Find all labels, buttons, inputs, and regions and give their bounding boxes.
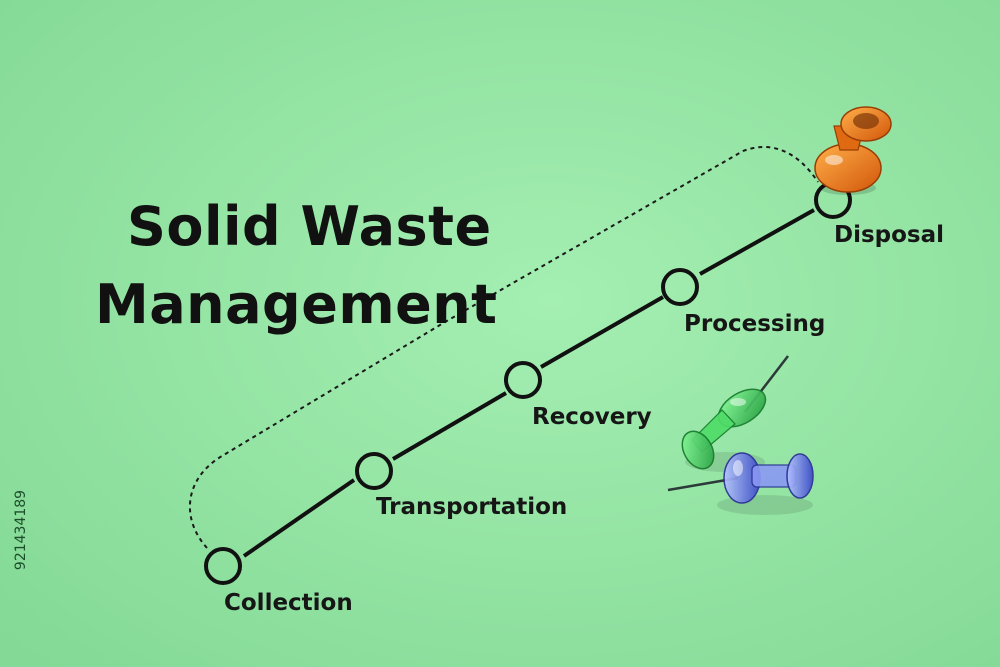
diagram-title: Solid Waste Management xyxy=(95,188,498,344)
stage-node-collection xyxy=(204,547,242,585)
stage-label-recovery: Recovery xyxy=(532,404,652,430)
side-code-text: 921434189 xyxy=(13,489,29,571)
stage-label-disposal: Disposal xyxy=(834,222,945,248)
stage-label-transportation: Transportation xyxy=(376,494,568,520)
process-segment xyxy=(699,208,815,276)
stage-node-transportation xyxy=(355,452,393,490)
stage-label-collection: Collection xyxy=(224,590,353,616)
side-code: 921434189 xyxy=(10,430,32,630)
stage-label-processing: Processing xyxy=(684,311,826,337)
process-segment xyxy=(242,478,356,558)
stage-node-processing xyxy=(661,268,699,306)
process-segment xyxy=(540,295,664,369)
dotted-return-path xyxy=(188,146,819,549)
title-line-1: Solid Waste xyxy=(127,195,492,258)
title-line-2: Management xyxy=(95,273,498,336)
process-segment xyxy=(391,391,508,461)
orange-pushpin-icon xyxy=(814,106,892,195)
blue-pushpin-icon xyxy=(667,452,814,515)
stage-node-recovery xyxy=(504,361,542,399)
